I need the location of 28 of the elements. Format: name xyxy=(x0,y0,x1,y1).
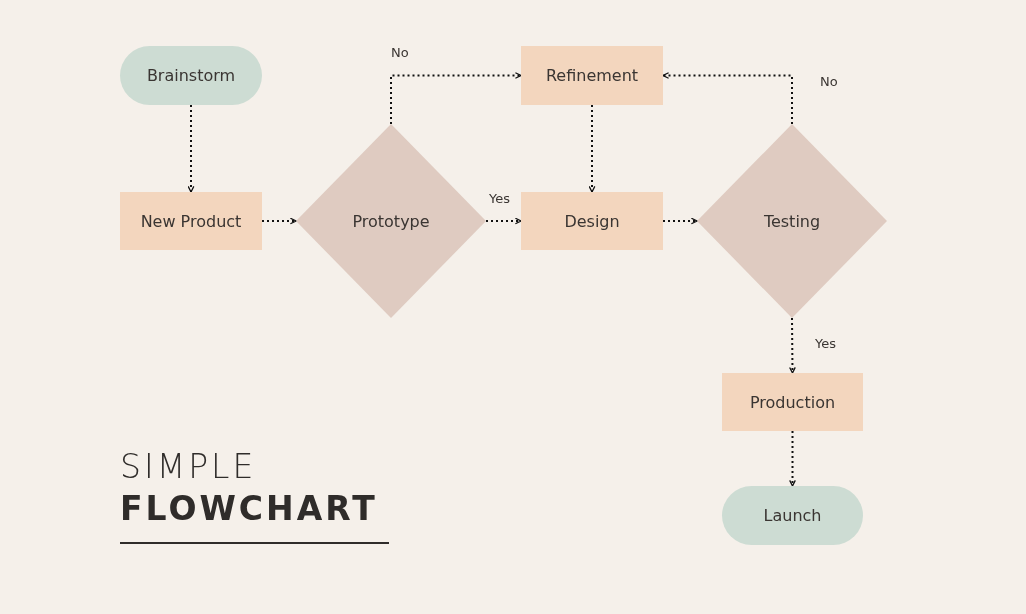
process-box xyxy=(521,46,663,105)
node-label: Design xyxy=(564,211,620,231)
decision-diamond xyxy=(697,124,887,318)
dotted-arrow xyxy=(261,217,297,225)
dotted-arrow xyxy=(390,72,522,125)
process-box xyxy=(120,192,262,250)
dotted-arrow xyxy=(485,217,522,225)
title: SIMPLE FLOWCHART xyxy=(120,446,378,530)
edge-label: Yes xyxy=(487,191,512,206)
node-label: Production xyxy=(749,392,836,412)
process-box xyxy=(521,192,663,250)
node-label: Launch xyxy=(763,506,822,525)
dotted-arrow xyxy=(789,430,796,487)
node-label: Prototype xyxy=(352,211,430,231)
edge-label: Yes xyxy=(813,336,838,351)
edge-label: No xyxy=(818,74,840,89)
edge-label: No xyxy=(389,45,411,60)
node-label: Brainstorm xyxy=(146,66,236,85)
node-label: New Product xyxy=(140,211,242,231)
dotted-arrow xyxy=(662,72,793,125)
dotted-arrow xyxy=(187,104,195,193)
dotted-arrow xyxy=(588,104,596,193)
process-box xyxy=(722,373,863,431)
dotted-arrow xyxy=(789,317,796,374)
dotted-arrow xyxy=(662,217,698,225)
node-label: Refinement xyxy=(545,66,639,85)
decision-diamond xyxy=(296,124,486,318)
node-label: Testing xyxy=(763,211,821,231)
